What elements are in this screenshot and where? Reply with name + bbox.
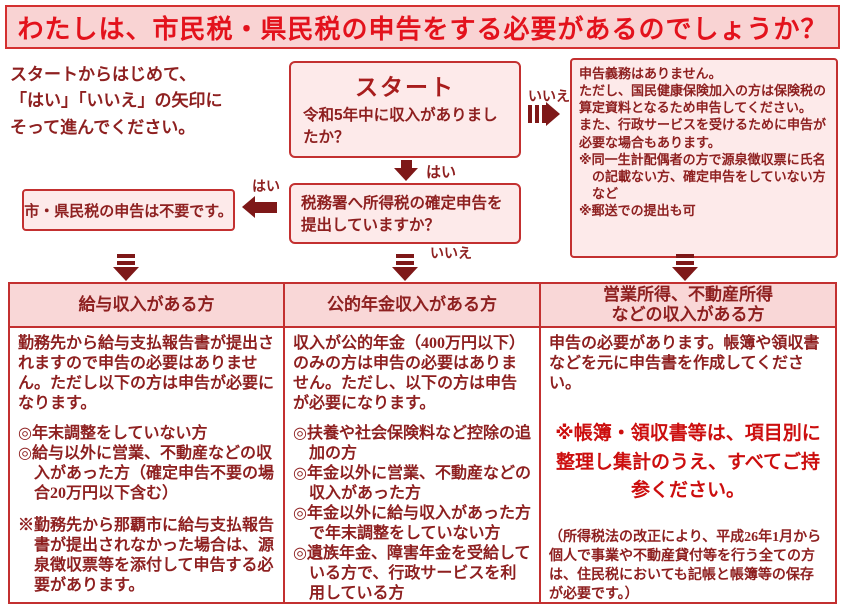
bullet-item: ◎年金以外に給与収入があった方で年末調整をしていない方 xyxy=(293,505,531,542)
cell-intro: 勤務先から給与支払報告書が提出されますので申告の必要はありません。ただし以下の方… xyxy=(18,335,275,412)
cell-note: （所得税法の改正により、平成26年1月から個人で事業や不動産貸付等を行う全ての方… xyxy=(549,529,822,603)
column-body-pension: 収入が公的年金（400万円以下）のみの方は申告の必要はありません。ただし、以下の… xyxy=(285,328,541,602)
no-obligation-box: 申告義務はありません。 ただし、国民健康保険加入の方は保険税の算定資料となるため… xyxy=(570,58,838,258)
cell-note: ※勤務先から那覇市に給与支払報告書が提出されなかった場合は、源泉徴収票等を添付し… xyxy=(18,517,275,594)
not-required-text: 市・県民税の申告は不要です。 xyxy=(24,202,233,220)
tax-office-question: 税務署へ所得税の確定申告を提出していますか？ xyxy=(301,195,503,235)
arrow-down-icon xyxy=(394,160,418,181)
tax-office-question-box: 税務署へ所得税の確定申告を提出していますか？ xyxy=(289,183,521,244)
column-header-salary: 給与収入がある方 xyxy=(10,284,285,328)
bullet-item: ◎年末調整をしていない方 xyxy=(18,425,208,442)
arrow-down-icon xyxy=(392,254,418,281)
column-body-salary: 勤務先から給与支払報告書が提出されますので申告の必要はありません。ただし以下の方… xyxy=(10,328,285,602)
yes-label-start: はい xyxy=(426,164,457,181)
arrow-down-icon xyxy=(672,254,698,281)
column-header-business: 営業所得、不動産所得 などの収入がある方 xyxy=(541,284,835,328)
arrow-head xyxy=(672,267,698,281)
column-header-pension: 公的年金収入がある方 xyxy=(285,284,541,328)
bullet-list: ◎年末調整をしていない方 ◎給与以外に営業、不動産などの収入があった方（確定申告… xyxy=(18,424,275,504)
arrow-head xyxy=(242,196,255,218)
arrow-left-icon xyxy=(242,196,277,218)
intro-instructions: スタートからはじめて、 「はい」「いいえ」の矢印に そって進んでください。 xyxy=(10,65,223,137)
arrow-head xyxy=(392,267,418,281)
no-obligation-line: 申告義務はありません。 xyxy=(579,66,722,81)
bullet-item: ◎年金以外に営業、不動産などの収入があった方 xyxy=(293,465,531,502)
arrow-shaft xyxy=(255,201,277,213)
arrow-shaft xyxy=(528,105,546,123)
arrow-shaft xyxy=(676,254,694,267)
arrow-shaft xyxy=(400,160,412,168)
arrow-head xyxy=(394,168,418,181)
cell-emphasis: ※帳簿・領収書等は、項目別に整理し集計のうえ、すべてご持参ください。 xyxy=(555,423,821,501)
arrow-shaft xyxy=(117,254,135,267)
start-box: スタート 令和5年中に収入がありましたか？ xyxy=(289,61,521,158)
bullet-item: ◎扶養や社会保険料など控除の追加の方 xyxy=(293,425,531,462)
no-obligation-line: また、行政サービスを受けるために申告が必要な場合もあります。 xyxy=(579,117,827,150)
start-label: スタート xyxy=(355,74,455,100)
page-title: わたしは、市民税・県民税の申告をする必要があるのでしょうか？ xyxy=(5,5,840,49)
arrow-down-icon xyxy=(113,254,139,281)
no-label-start: いいえ xyxy=(528,88,570,104)
bullet-item: ◎給与以外に営業、不動産などの収入があった方（確定申告不要の場合20万円以下含む… xyxy=(18,445,275,502)
column-body-business: 申告の必要があります。帳簿や領収書などを元に申告書を作成してください。 ※帳簿・… xyxy=(541,328,835,602)
no-label-second: いいえ xyxy=(430,245,472,261)
yes-label-left: はい xyxy=(252,178,280,194)
cell-intro: 収入が公的年金（400万円以下）のみの方は申告の必要はありません。ただし、以下の… xyxy=(293,335,526,412)
arrow-head xyxy=(546,102,560,126)
arrow-head xyxy=(113,267,139,281)
arrow-right-icon xyxy=(528,102,560,126)
cell-intro: 申告の必要があります。帳簿や領収書などを元に申告書を作成してください。 xyxy=(549,335,820,392)
start-question: 令和5年中に収入がありましたか？ xyxy=(303,107,498,146)
no-obligation-note: ※郵送での提出も可 xyxy=(579,203,696,219)
income-type-table: 給与収入がある方 公的年金収入がある方 営業所得、不動産所得 などの収入がある方… xyxy=(8,282,837,604)
not-required-box: 市・県民税の申告は不要です。 xyxy=(22,189,235,231)
bullet-item: ◎遺族年金、障害年金を受給している方で、行政サービスを利用している方 xyxy=(293,545,531,602)
no-obligation-line: ただし、国民健康保険加入の方は保険税の算定資料となるため申告してください。 xyxy=(579,83,827,116)
no-obligation-note: ※同一生計配偶者の方で源泉徴収票に氏名の記載ない方、確定申告をしていない方など xyxy=(579,151,826,202)
page-title-text: わたしは、市民税・県民税の申告をする必要があるのでしょうか？ xyxy=(17,13,828,44)
bullet-list: ◎扶養や社会保険料など控除の追加の方 ◎年金以外に営業、不動産などの収入があった… xyxy=(293,424,531,602)
arrow-shaft xyxy=(396,254,414,267)
